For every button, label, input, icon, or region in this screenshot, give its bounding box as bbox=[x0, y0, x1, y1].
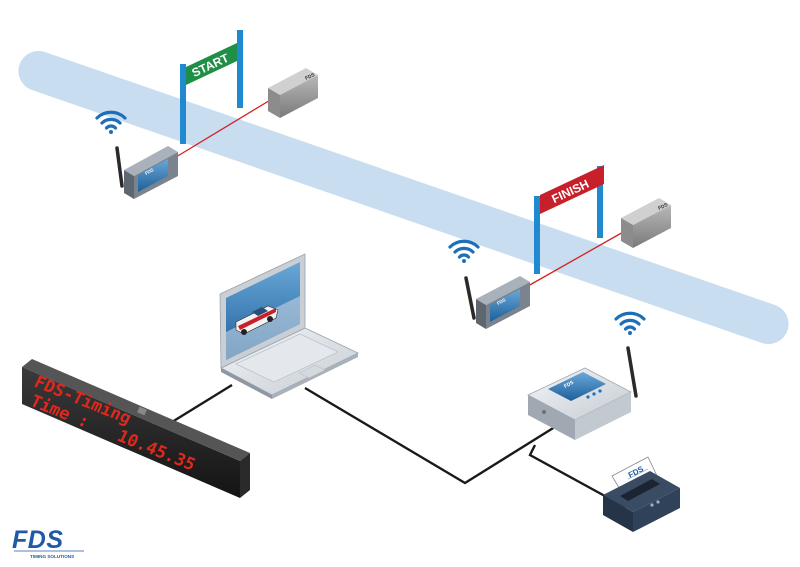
finish-transmitter: FDS bbox=[464, 276, 530, 329]
led-display-face bbox=[22, 367, 240, 498]
receiver-antenna bbox=[626, 346, 638, 398]
led-display: FDS-Timing Time : 10.45.35 bbox=[22, 359, 250, 498]
laptop-icon bbox=[219, 253, 359, 399]
cable-receiver-printer bbox=[528, 444, 626, 509]
wifi-icon bbox=[95, 110, 127, 134]
finish-banner bbox=[540, 165, 604, 214]
printer-icon: FDS bbox=[603, 456, 680, 532]
start-pole-left bbox=[180, 64, 186, 144]
wifi-icon bbox=[448, 239, 480, 263]
fds-logo: FDS TIMING SOLUTIONS bbox=[12, 526, 84, 559]
start-pole-right bbox=[237, 30, 243, 108]
start-banner bbox=[186, 43, 237, 85]
race-car-image bbox=[226, 296, 300, 360]
finish-sensor-brand: FDS bbox=[657, 202, 669, 212]
receiver-unit: FDS bbox=[527, 346, 638, 440]
logo-brand: FDS bbox=[12, 526, 64, 554]
receiver-brand: FDS bbox=[563, 379, 575, 389]
led-display-top bbox=[22, 359, 250, 461]
start-beam bbox=[175, 98, 273, 158]
start-label: START bbox=[190, 50, 232, 79]
logo-tagline: TIMING SOLUTIONS bbox=[30, 554, 74, 559]
wifi-icon bbox=[614, 311, 646, 335]
race-track bbox=[18, 50, 789, 345]
start-reflector-sensor: FDS bbox=[268, 68, 318, 118]
start-transmitter-brand: FDS bbox=[144, 167, 154, 176]
printer-slot bbox=[620, 479, 660, 501]
start-transmitter: FDS bbox=[115, 146, 178, 199]
laptop-keyboard bbox=[235, 333, 339, 383]
finish-beam bbox=[527, 230, 626, 287]
start-antenna bbox=[115, 146, 124, 188]
finish-reflector-sensor: FDS bbox=[621, 198, 671, 248]
cable-laptop-receiver bbox=[304, 386, 564, 485]
led-display-side bbox=[240, 453, 250, 498]
cable-display-laptop bbox=[171, 383, 233, 424]
receiver-screen bbox=[548, 372, 606, 401]
led-display-bracket bbox=[137, 406, 147, 416]
start-sensor-brand: FDS bbox=[304, 72, 316, 82]
finish-antenna bbox=[464, 276, 476, 320]
finish-pole-left bbox=[534, 196, 540, 274]
laptop-touchpad bbox=[298, 364, 326, 379]
finish-pole-right bbox=[597, 166, 603, 238]
finish-transmitter-brand: FDS bbox=[496, 297, 506, 306]
